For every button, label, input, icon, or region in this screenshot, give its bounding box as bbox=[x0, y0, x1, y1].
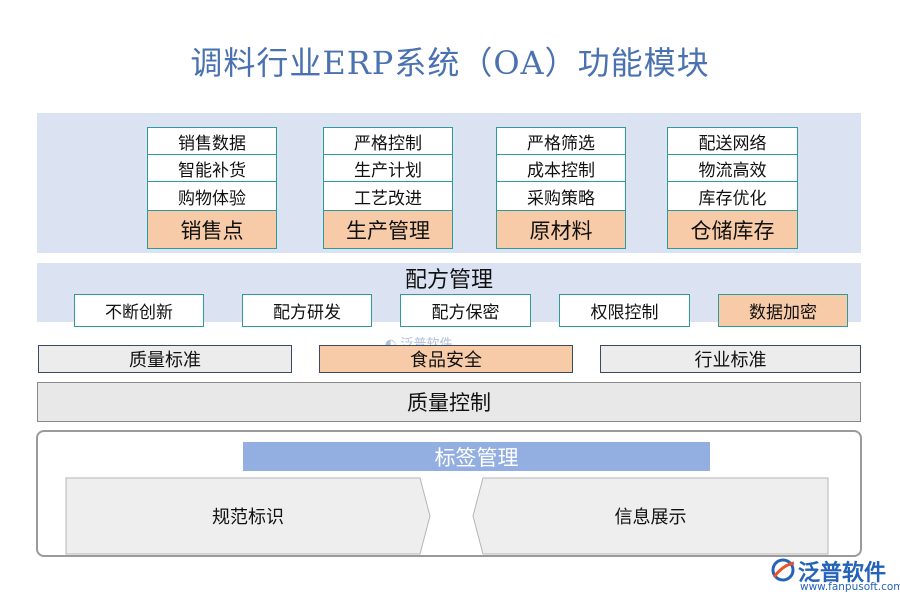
arrow-right-shape bbox=[472, 477, 829, 555]
module-item: 成本控制 bbox=[496, 154, 626, 182]
module-item: 智能补货 bbox=[147, 154, 277, 182]
formula-item: 配方研发 bbox=[242, 294, 372, 327]
formula-item: 配方保密 bbox=[400, 294, 531, 327]
module-item: 配送网络 bbox=[667, 127, 798, 155]
watermark-logo-icon: ◐ bbox=[385, 337, 396, 352]
module-item: 工艺改进 bbox=[323, 181, 453, 211]
brand-logo-url: www.fanpusoft.com bbox=[800, 581, 900, 593]
module-head: 仓储库存 bbox=[667, 210, 798, 249]
quality-control-bar: 质量控制 bbox=[37, 382, 861, 422]
brand-logo-name: 泛普软件 bbox=[798, 561, 887, 586]
standard-food-safety: 食品安全 bbox=[319, 345, 573, 373]
diagram-title: 调料行业ERP系统（OA）功能模块 bbox=[190, 44, 710, 82]
brand-logo: 泛普软件 www.fanpusoft.com bbox=[770, 553, 900, 597]
formula-item: 数据加密 bbox=[718, 294, 848, 327]
brand-logo-icon bbox=[771, 558, 795, 582]
module-head: 销售点 bbox=[147, 210, 277, 249]
module-head: 原材料 bbox=[496, 210, 626, 249]
label-right-text: 信息展示 bbox=[614, 507, 687, 528]
standard-quality: 质量标准 bbox=[38, 345, 292, 373]
module-head: 生产管理 bbox=[323, 210, 453, 249]
module-item: 严格控制 bbox=[323, 127, 453, 155]
formula-item: 不断创新 bbox=[74, 294, 204, 327]
label-left-text: 规范标识 bbox=[212, 507, 284, 528]
label-management-title: 标签管理 bbox=[243, 442, 710, 471]
formula-title: 配方管理 bbox=[404, 268, 493, 293]
standard-industry: 行业标准 bbox=[600, 345, 861, 373]
formula-item: 权限控制 bbox=[559, 294, 690, 327]
arrow-left-shape bbox=[65, 477, 431, 555]
